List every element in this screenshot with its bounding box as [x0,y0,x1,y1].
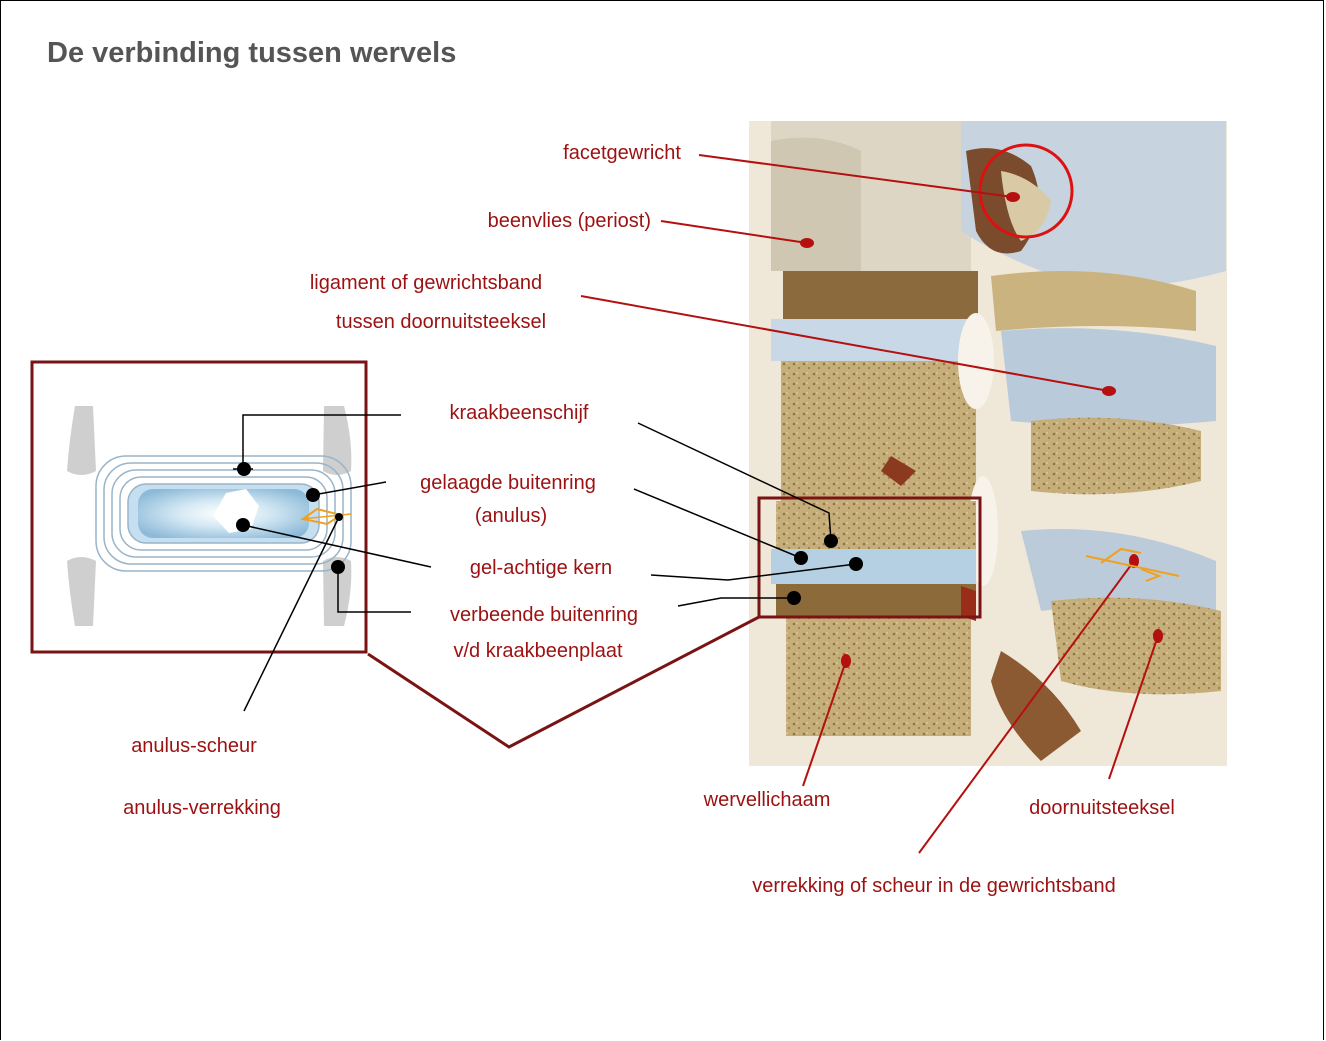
label-ligament-line2: tussen doornuitsteeksel [336,310,546,334]
label-ligament-line1: ligament of gewrichtsband [310,271,542,295]
endplate [783,271,978,319]
label-facetgewricht: facetgewricht [563,141,681,165]
label-verbeende-line2: v/d kraakbeenplaat [453,639,622,663]
label-wervellichaam: wervellichaam [704,788,831,812]
label-anulus-verrekking: anulus-verrekking [123,796,281,820]
label-buitenring-line2: (anulus) [475,504,547,528]
disc-inset-drawing [67,406,351,626]
vertebral-body-upper [781,361,976,501]
label-kraakbeenschijf: kraakbeenschijf [450,401,589,425]
label-gewrichtsband-scheur: verrekking of scheur in de gewrichtsband [752,874,1116,898]
label-verbeende-line1: verbeende buitenring [450,603,638,627]
zoom-connector [368,617,759,747]
label-doornuitsteeksel: doornuitsteeksel [1029,796,1175,820]
label-buitenring-line1: gelaagde buitenring [420,471,596,495]
vertebral-body-lower [786,616,971,736]
label-anulus-scheur: anulus-scheur [131,734,257,758]
label-periost: beenvlies (periost) [488,209,651,233]
spinous-process [1051,598,1221,695]
label-kern: gel-achtige kern [470,556,612,580]
